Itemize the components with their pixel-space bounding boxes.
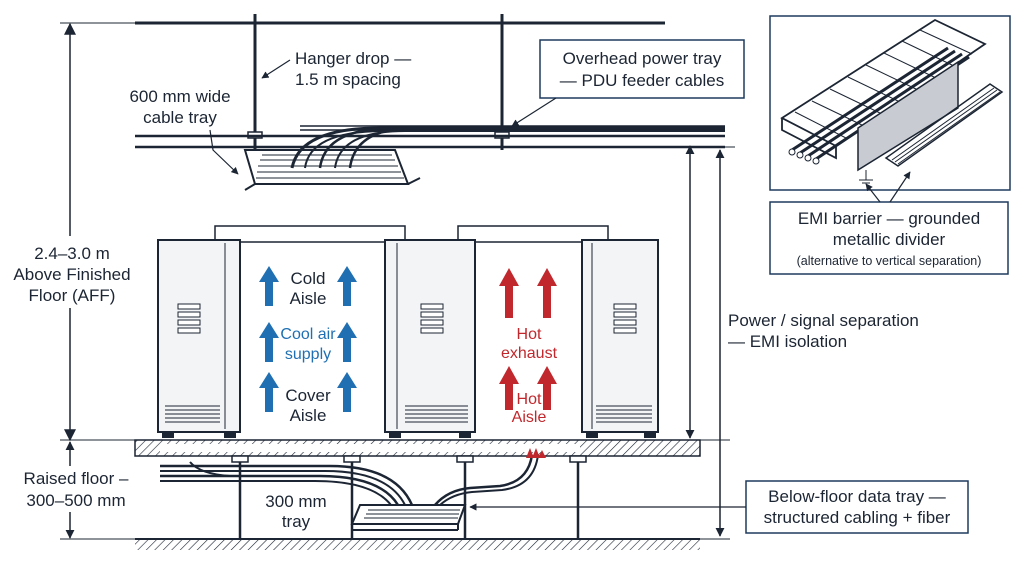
below-floor-data-tray <box>350 504 467 531</box>
height-label-2: Above Finished <box>13 265 130 284</box>
cable-tray-label-1: 600 mm wide <box>129 87 230 106</box>
hot-aisle-arrows <box>499 268 557 410</box>
raised-floor-deck <box>134 439 701 457</box>
below-floor-tray-callout <box>745 480 969 534</box>
emi-label-1: EMI barrier — grounded <box>798 209 980 228</box>
hot-aisle-label-1: Hot <box>517 391 542 408</box>
cover-aisle-label-2: Aisle <box>290 406 327 425</box>
hot-aisle-label-2: Aisle <box>512 409 547 426</box>
below-floor-label-1: Below-floor data tray — <box>768 487 946 506</box>
below-floor-label-2: structured cabling + fiber <box>764 508 951 527</box>
hanger-label-2: 1.5 m spacing <box>295 70 401 89</box>
overhead-tray-label-1: Overhead power tray <box>563 49 722 68</box>
raised-floor-label-1: Raised floor – <box>24 469 129 488</box>
cold-aisle-label-2: Aisle <box>290 289 327 308</box>
cover-aisle-label-1: Cover <box>285 386 331 405</box>
cold-aisle-label-1: Cold <box>291 269 326 288</box>
separation-dimension <box>680 145 735 540</box>
hanger-label-1: Hanger drop — <box>295 49 411 68</box>
emi-callout <box>769 201 1009 275</box>
cold-aisle-arrows <box>259 266 357 412</box>
raised-floor-dimension <box>12 439 138 540</box>
overhead-feeder-cables <box>290 126 725 169</box>
height-label-1: 2.4–3.0 m <box>34 244 110 263</box>
server-cabinet-2 <box>384 239 476 438</box>
hot-aisle-floor-vent <box>526 448 546 458</box>
tray-300mm-label-2: tray <box>282 512 311 531</box>
height-dimension <box>10 22 135 442</box>
separation-label-1: Power / signal separation <box>728 311 919 330</box>
cool-air-label-2: supply <box>285 346 331 363</box>
cabinet-top-panels <box>214 225 609 243</box>
emi-barrier-inset <box>769 15 1011 191</box>
separation-label-2: — EMI isolation <box>728 332 847 351</box>
overhead-tray-callout <box>539 39 745 99</box>
overhead-tray-label-2: — PDU feeder cables <box>560 71 724 90</box>
below-floor-cables <box>160 454 539 506</box>
emi-label-2: metallic divider <box>833 230 946 249</box>
concrete-slab <box>135 538 700 550</box>
hot-exhaust-label-1: Hot <box>517 326 542 343</box>
cable-tray-600mm <box>243 149 421 191</box>
cable-tray-label-2: cable tray <box>143 108 217 127</box>
hot-exhaust-label-2: exhaust <box>501 345 558 362</box>
height-label-3: Floor (AFF) <box>29 286 116 305</box>
cool-air-label-1: Cool air <box>280 326 336 343</box>
server-cabinet-1 <box>157 239 241 438</box>
emi-label-3: (alternative to vertical separation) <box>797 254 982 268</box>
raised-floor-label-2: 300–500 mm <box>26 491 125 510</box>
tray-300mm-label-1: 300 mm <box>265 492 326 511</box>
server-cabinet-3 <box>581 239 659 438</box>
